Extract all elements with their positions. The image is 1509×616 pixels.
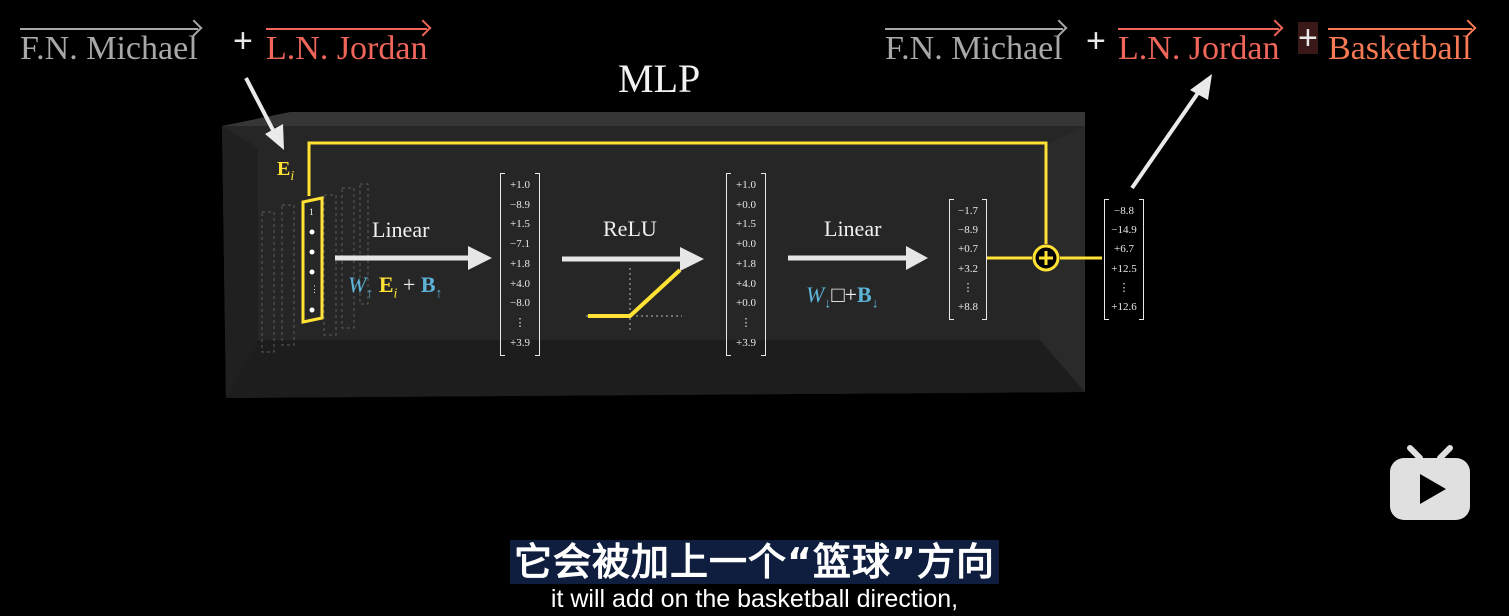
vector-entry: +4.0 (510, 277, 530, 290)
stage3-linear-label: Linear (824, 216, 882, 241)
box-top-face (222, 112, 1085, 126)
input-arrow (244, 77, 284, 150)
vector-entry: +1.0 (510, 179, 530, 191)
vector-first-name-right: F.N. Michael (885, 28, 1063, 67)
circled-plus-icon (1032, 244, 1060, 272)
result-vector: −8.8 −14.9 +6.7 +12.5 ⋮ +12.6 (1104, 198, 1144, 321)
relu-graph (586, 268, 682, 330)
box-front-face (222, 126, 1085, 398)
stage-arrows (335, 246, 928, 271)
vector-entry: +0.0 (736, 198, 756, 211)
vector-entry: ⋮ (740, 316, 752, 329)
vector-entry: +0.0 (736, 297, 756, 310)
relu-vector: +1.0 +0.0 +1.5 +0.0 +1.8 +4.0 +0.0 ⋮ +3.9 (726, 172, 766, 357)
vector-entry: +8.8 (958, 301, 978, 314)
plus-sign-right-2: + (1298, 19, 1318, 57)
vector-basketball: Basketball (1328, 28, 1472, 67)
subtitle-english: it will add on the basketball direction, (550, 585, 959, 613)
vector-entry: −1.7 (958, 205, 978, 217)
vector-entry: −8.9 (510, 198, 530, 211)
vector-entry: +1.0 (736, 179, 756, 191)
vector-entry: −8.0 (510, 297, 530, 310)
vector-last-name-left: L.N. Jordan (266, 28, 428, 67)
vector-entry: +3.9 (736, 336, 756, 349)
stage2-relu-label: ReLU (603, 216, 657, 241)
mlp-title: MLP (618, 56, 701, 101)
residual-connection (307, 141, 1048, 244)
svg-text:1: 1 (309, 207, 314, 217)
vector-entry: +1.8 (736, 257, 756, 270)
stage1-linear-label: Linear (372, 217, 430, 242)
output-arrow (1130, 74, 1212, 190)
vector-entry: +0.0 (736, 238, 756, 251)
subtitle-chinese: 它会被加上一个“篮球”方向 (0, 531, 1509, 586)
vector-entry: +4.0 (736, 277, 756, 290)
vector-entry: +6.7 (1114, 243, 1134, 256)
plus-sign-right-1: + (1086, 22, 1106, 60)
mlp-output-vector: −1.7 −8.9 +0.7 +3.2 ⋮ +8.8 (949, 198, 987, 321)
vector-last-name-right: L.N. Jordan (1118, 28, 1280, 67)
box-left-side (222, 126, 258, 398)
vector-entry: −14.9 (1111, 224, 1137, 237)
box-floor (226, 340, 1085, 398)
svg-text:⋮: ⋮ (310, 284, 319, 294)
vector-entry: +12.6 (1111, 301, 1137, 314)
bilibili-tv-play-icon (1390, 445, 1470, 520)
vector-entry: +1.5 (510, 218, 530, 231)
vector-entry: ⋮ (514, 316, 526, 329)
stage3-formula: W↓□+B↓ (806, 282, 879, 312)
vector-entry: ⋮ (962, 281, 974, 294)
vector-entry: +1.8 (510, 257, 530, 270)
input-vector-highlight (301, 196, 324, 324)
vector-entry: −8.8 (1114, 205, 1134, 217)
input-column-glyphs: 1 ⋮ (309, 207, 319, 313)
plus-sign-left: + (233, 22, 253, 60)
vector-entry: +0.7 (958, 243, 978, 256)
hidden-vector: +1.0 −8.9 +1.5 −7.1 +1.8 +4.0 −8.0 ⋮ +3.9 (500, 172, 540, 357)
vector-entry: +3.2 (958, 262, 978, 275)
vector-entry: +1.5 (736, 218, 756, 231)
vector-first-name-left: F.N. Michael (20, 28, 198, 67)
stage1-formula: W↑ Ei + B↑ (348, 272, 443, 302)
input-vector-label: Ei (277, 158, 295, 184)
vector-entry: −7.1 (510, 238, 530, 251)
vector-entry: +12.5 (1111, 262, 1137, 275)
vector-entry: ⋮ (1118, 281, 1130, 294)
vector-entry: −8.9 (958, 224, 978, 237)
vector-entry: +3.9 (510, 336, 530, 349)
